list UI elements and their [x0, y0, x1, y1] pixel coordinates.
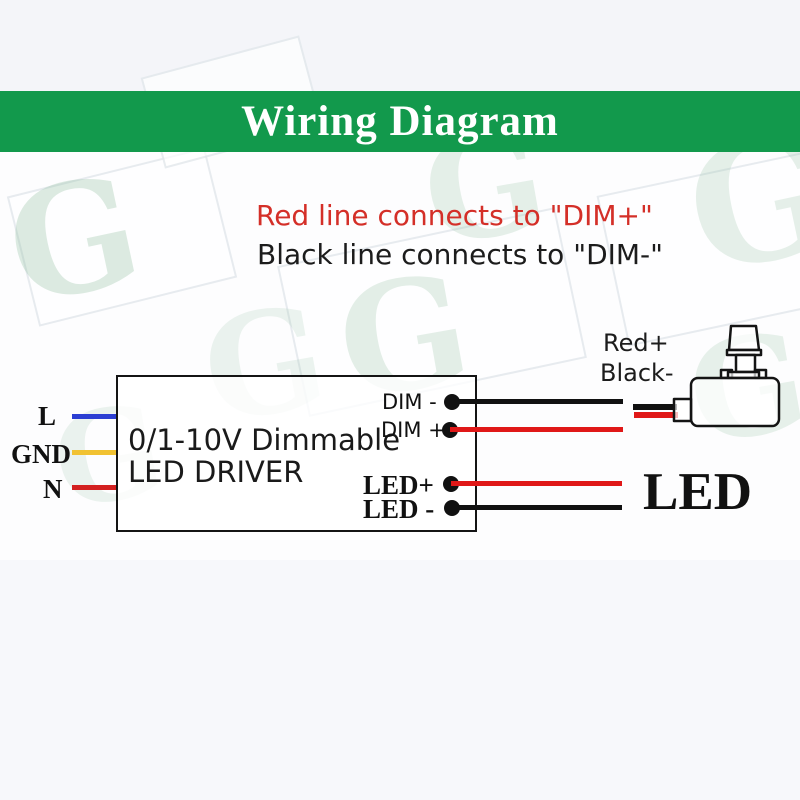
instruction-black-line: Black line connects to "DIM-"	[257, 238, 664, 271]
wire-dim-plus-red	[450, 427, 623, 432]
input-label-GND: GND	[11, 439, 71, 469]
dimmer-shaft	[734, 353, 757, 374]
dimmer-stub-wire-red	[634, 412, 678, 418]
led-driver-label: 0/1-10V Dimmable LED DRIVER	[128, 424, 400, 488]
wire-neutral-red	[72, 485, 116, 490]
wire-live-blue	[72, 414, 116, 419]
output-label-dim-plus: DIM +	[381, 418, 446, 442]
dimmer-knob	[727, 324, 761, 352]
output-label-led-plus: LED+	[363, 470, 434, 500]
led-driver-label-line2: LED DRIVER	[128, 455, 304, 489]
wire-dim-minus-black	[452, 399, 623, 404]
input-label-L: L	[38, 401, 57, 431]
led-load-label: LED	[643, 463, 752, 521]
page-title: Wiring Diagram	[241, 98, 559, 145]
rotary-dimmer-icon	[672, 324, 781, 428]
wire-led-plus-red	[451, 481, 622, 486]
bottom-background-strip	[0, 560, 800, 800]
dimmer-connector-tab	[672, 397, 693, 423]
watermark-ribbon	[6, 147, 238, 327]
wire-ground-yellow	[72, 450, 116, 455]
led-driver-label-line1: 0/1-10V Dimmable	[128, 423, 401, 457]
dimmer-body	[689, 376, 781, 428]
title-banner: Wiring Diagram	[0, 91, 800, 152]
input-label-N: N	[43, 474, 63, 504]
output-label-led-minus: LED -	[363, 494, 435, 524]
output-label-dim-minus: DIM -	[382, 390, 437, 414]
instruction-red-line: Red line connects to "DIM+"	[256, 199, 653, 232]
watermark-letter: G	[0, 140, 156, 340]
wire-led-minus-black	[452, 505, 622, 510]
top-background-strip	[0, 0, 800, 91]
dimmer-stub-wire-black	[633, 404, 677, 410]
dimmer-label-black-minus: Black-	[600, 359, 674, 387]
